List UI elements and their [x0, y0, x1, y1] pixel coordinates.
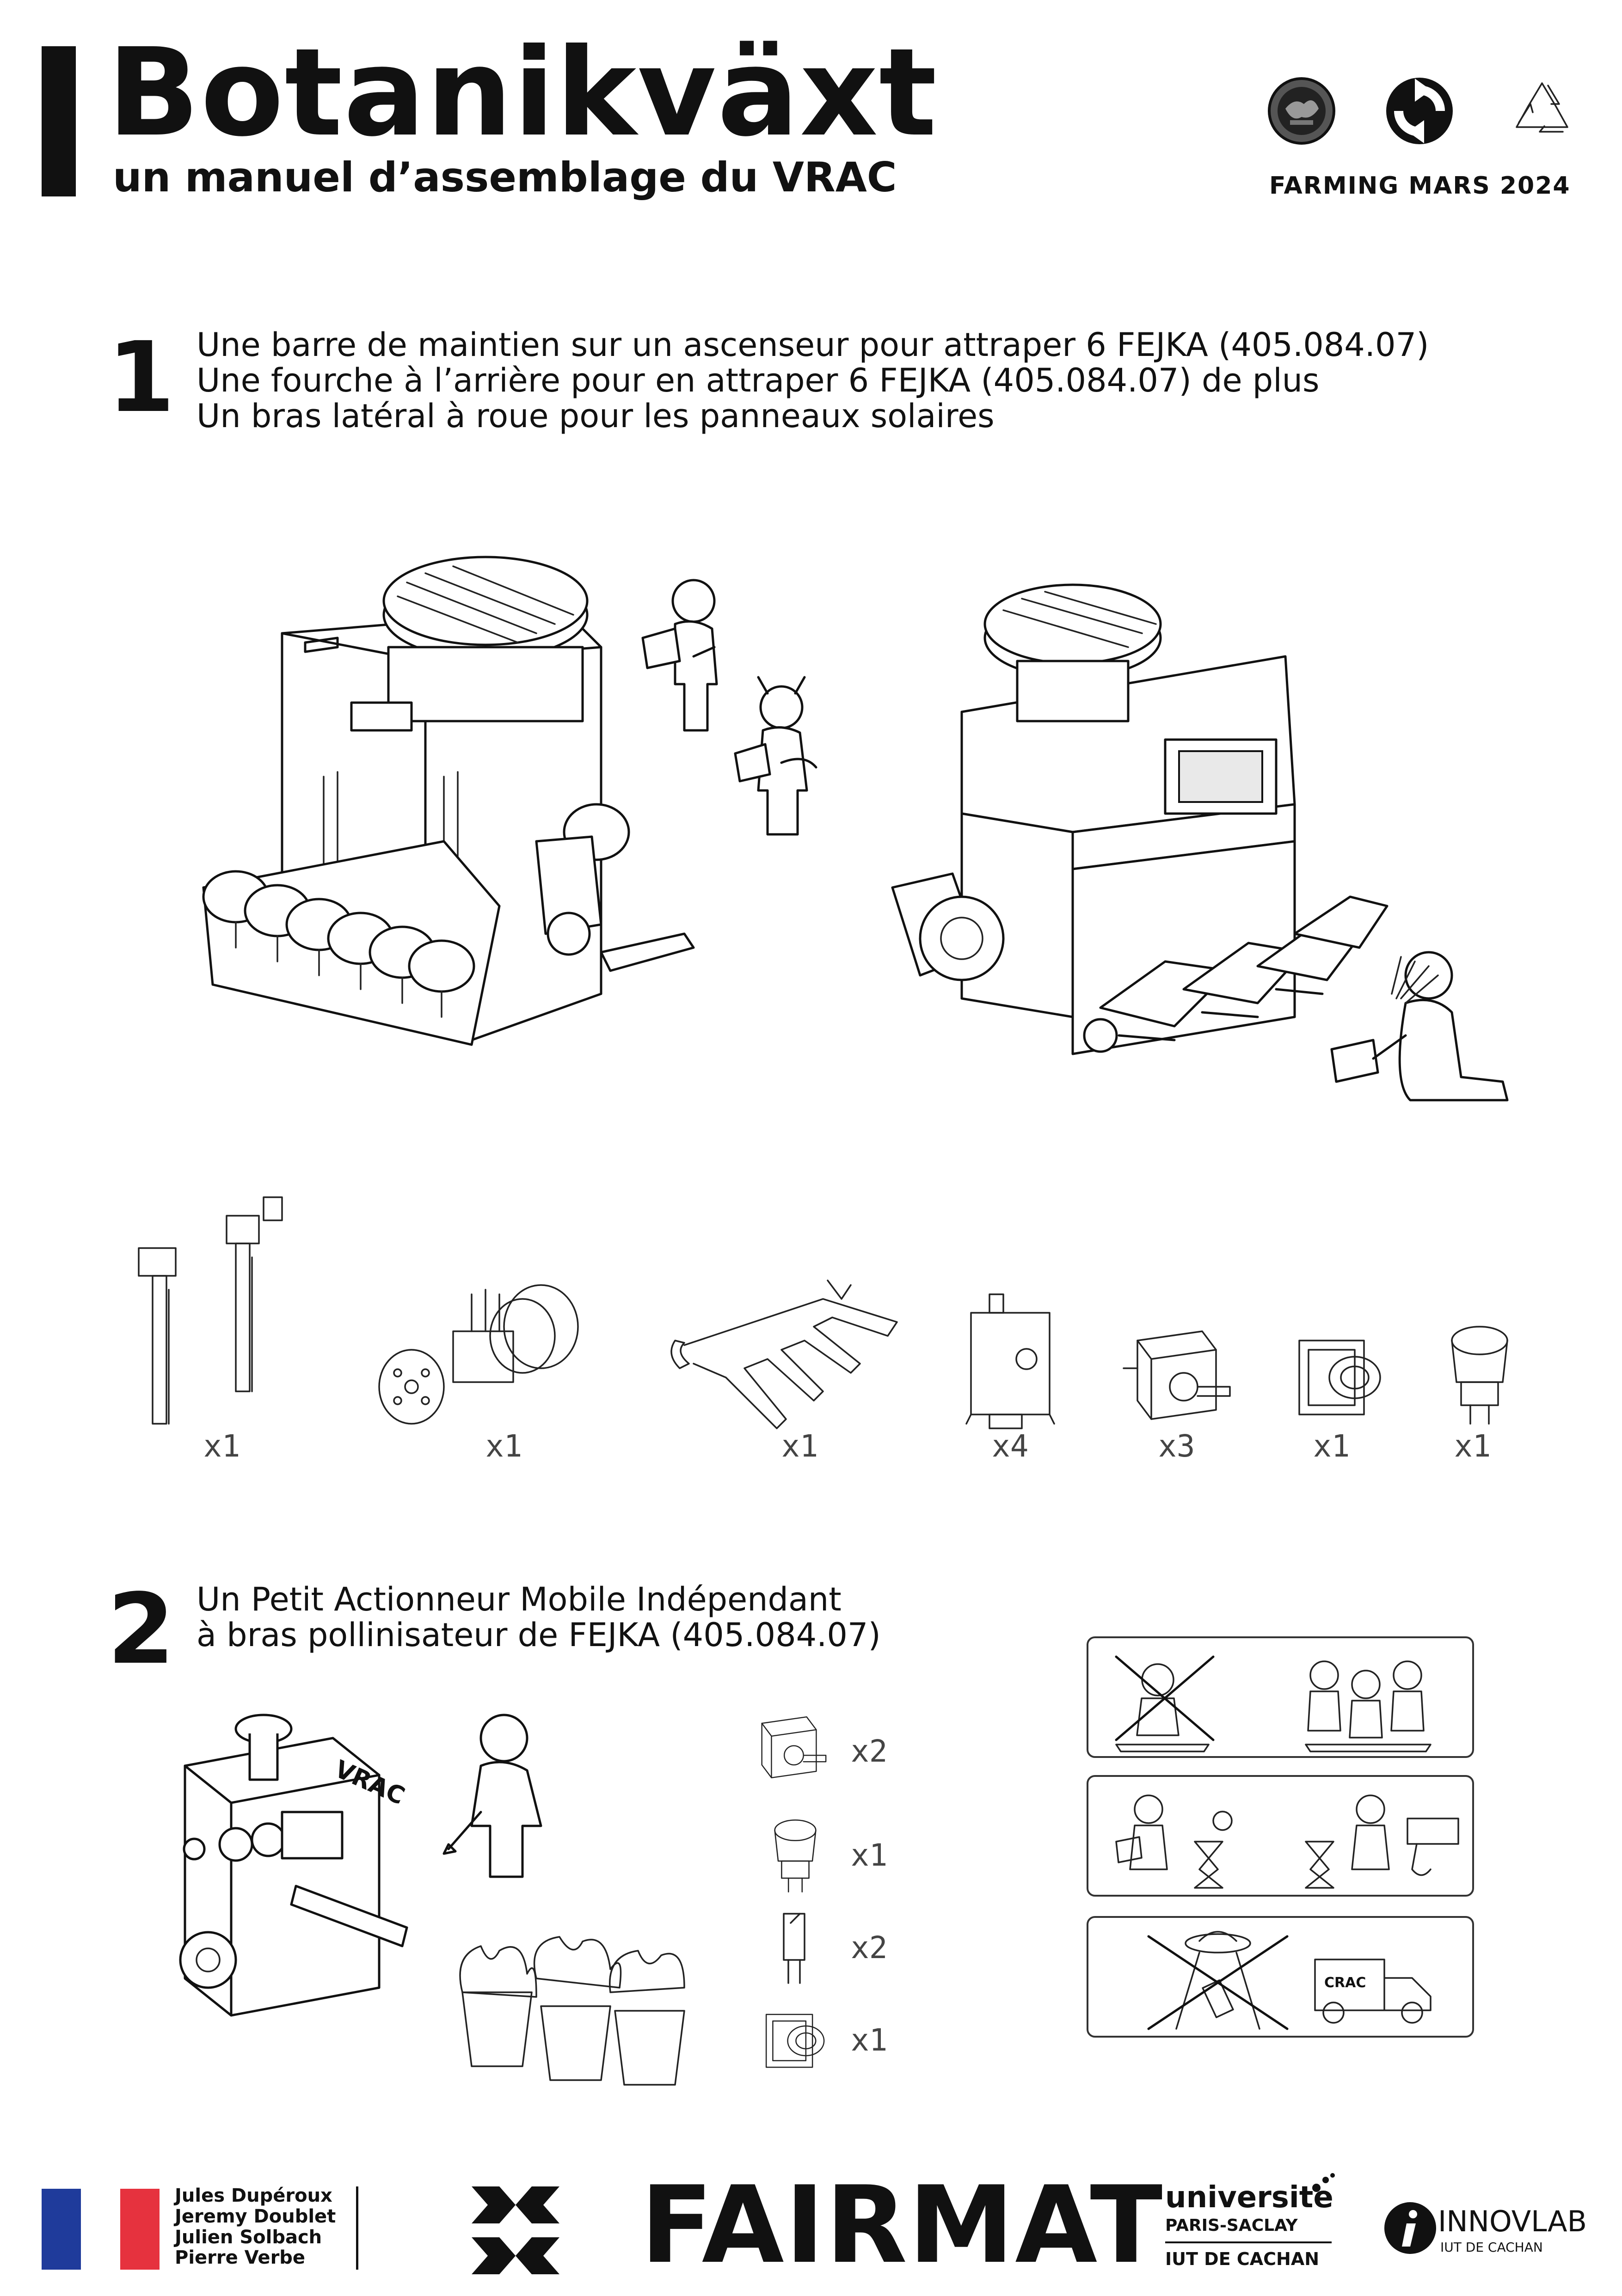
recycle-icon [1516, 82, 1568, 133]
step2-part-count-2: x1 [851, 1837, 888, 1873]
university-dots-icon [1312, 2173, 1335, 2192]
crac-truck-label: CRAC [1324, 1975, 1366, 1991]
credits-list: Jules Dupéroux Jeremy Doublet Julien Sol… [175, 2186, 336, 2268]
footer-divider [356, 2186, 358, 2270]
advice-panel-teamwork [1087, 1636, 1474, 1758]
fairmat-logo-icon [472, 2186, 559, 2274]
credit-name: Jeremy Doublet [175, 2205, 336, 2227]
university-iut: IUT DE CACHAN [1165, 2249, 1320, 2269]
title-bar-decoration [42, 46, 76, 196]
green-dot-icon [1386, 78, 1453, 144]
astronaut-with-manual-icon [734, 676, 817, 836]
stepper-motor-icon [1123, 1330, 1231, 1420]
step-2-description: Un Petit Actionneur Mobile Indépendant à… [197, 1582, 881, 1653]
robot-back-illustration [891, 583, 1389, 1055]
team-work-icon [1115, 1794, 1459, 1889]
pami-robot-illustration: VRAC [179, 1714, 409, 2017]
step-2-number: 2 [107, 1573, 175, 1686]
elevator-rails-icon [138, 1196, 283, 1425]
person-with-brush-icon [442, 1714, 542, 1878]
university-name: universite [1165, 2180, 1333, 2215]
switch-icon [783, 1913, 805, 1984]
step-1-line-3: Un bras latéral à roue pour les panneaux… [197, 397, 995, 435]
university-logo: universite PARIS-SACLAY IUT DE CACHAN [1165, 2180, 1333, 2269]
credit-name: Pierre Verbe [175, 2247, 306, 2269]
push-button-icon-2 [774, 1819, 817, 1892]
part-count-3: x1 [781, 1428, 818, 1464]
servo-mount-icon [765, 2014, 825, 2068]
potted-plants-illustration [459, 1936, 685, 2086]
university-divider [1165, 2241, 1332, 2243]
page-subtitle: un manuel d’assemblage du VRAC [113, 153, 897, 201]
step2-part-count-4: x1 [851, 2022, 888, 2058]
advice-panel-collaboration [1087, 1775, 1474, 1897]
innovlab-name: INNOVLAB [1438, 2204, 1587, 2238]
fork-icon [670, 1280, 898, 1429]
globe-seal-icon [1268, 77, 1335, 145]
step-1-line-1: Une barre de maintien sur un ascenseur p… [197, 326, 1429, 364]
person-holding-manual-icon [641, 579, 718, 732]
credit-name: Jules Dupéroux [175, 2185, 332, 2206]
servo-icon [965, 1293, 1055, 1429]
part-count-6: x1 [1313, 1428, 1350, 1464]
part-count-1: x1 [203, 1428, 240, 1464]
step-2-line-1: Un Petit Actionneur Mobile Indépendant [197, 1580, 842, 1618]
innovlab-logo-icon [1384, 2202, 1436, 2254]
wheel-arm-icon [378, 1284, 579, 1425]
step-1-description: Une barre de maintien sur un ascenseur p… [197, 327, 1429, 434]
part-count-2: x1 [485, 1428, 522, 1464]
part-count-7: x1 [1454, 1428, 1491, 1464]
person-cleaning-icon [1330, 951, 1509, 1102]
flag-stripe-red [120, 2189, 160, 2270]
fairmat-wordmark: FAIRMAT [640, 2164, 1164, 2287]
flag-stripe-blue [42, 2189, 81, 2270]
part-count-5: x3 [1158, 1428, 1195, 1464]
step-1-number: 1 [107, 321, 175, 434]
no-solo-work-icon [1115, 1655, 1432, 1752]
advice-panel-delivery: CRAC [1087, 1916, 1474, 2038]
edition-label: FARMING MARS 2024 [1269, 172, 1571, 200]
step2-part-count-1: x2 [851, 1733, 888, 1769]
flag-stripe-white [81, 2189, 120, 2270]
no-abduction-icon: CRAC [1147, 1931, 1432, 2030]
push-button-icon [1451, 1326, 1508, 1425]
step-1-line-2: Une fourche à l’arrière pour en attraper… [197, 361, 1320, 399]
innovlab-sub: IUT DE CACHAN [1440, 2240, 1543, 2255]
step2-part-count-3: x2 [851, 1930, 888, 1965]
robot-front-illustration [202, 556, 695, 1046]
step-2-line-2: à bras pollinisateur de FEJKA (405.084.0… [197, 1616, 881, 1654]
mount-plate-icon [1298, 1340, 1381, 1415]
university-subname: PARIS-SACLAY [1165, 2216, 1298, 2235]
credit-name: Julien Solbach [175, 2226, 322, 2248]
page-title: Botanikväxt [107, 22, 938, 163]
stepper-motor-icon-2 [761, 1716, 827, 1778]
part-count-4: x4 [992, 1428, 1029, 1464]
